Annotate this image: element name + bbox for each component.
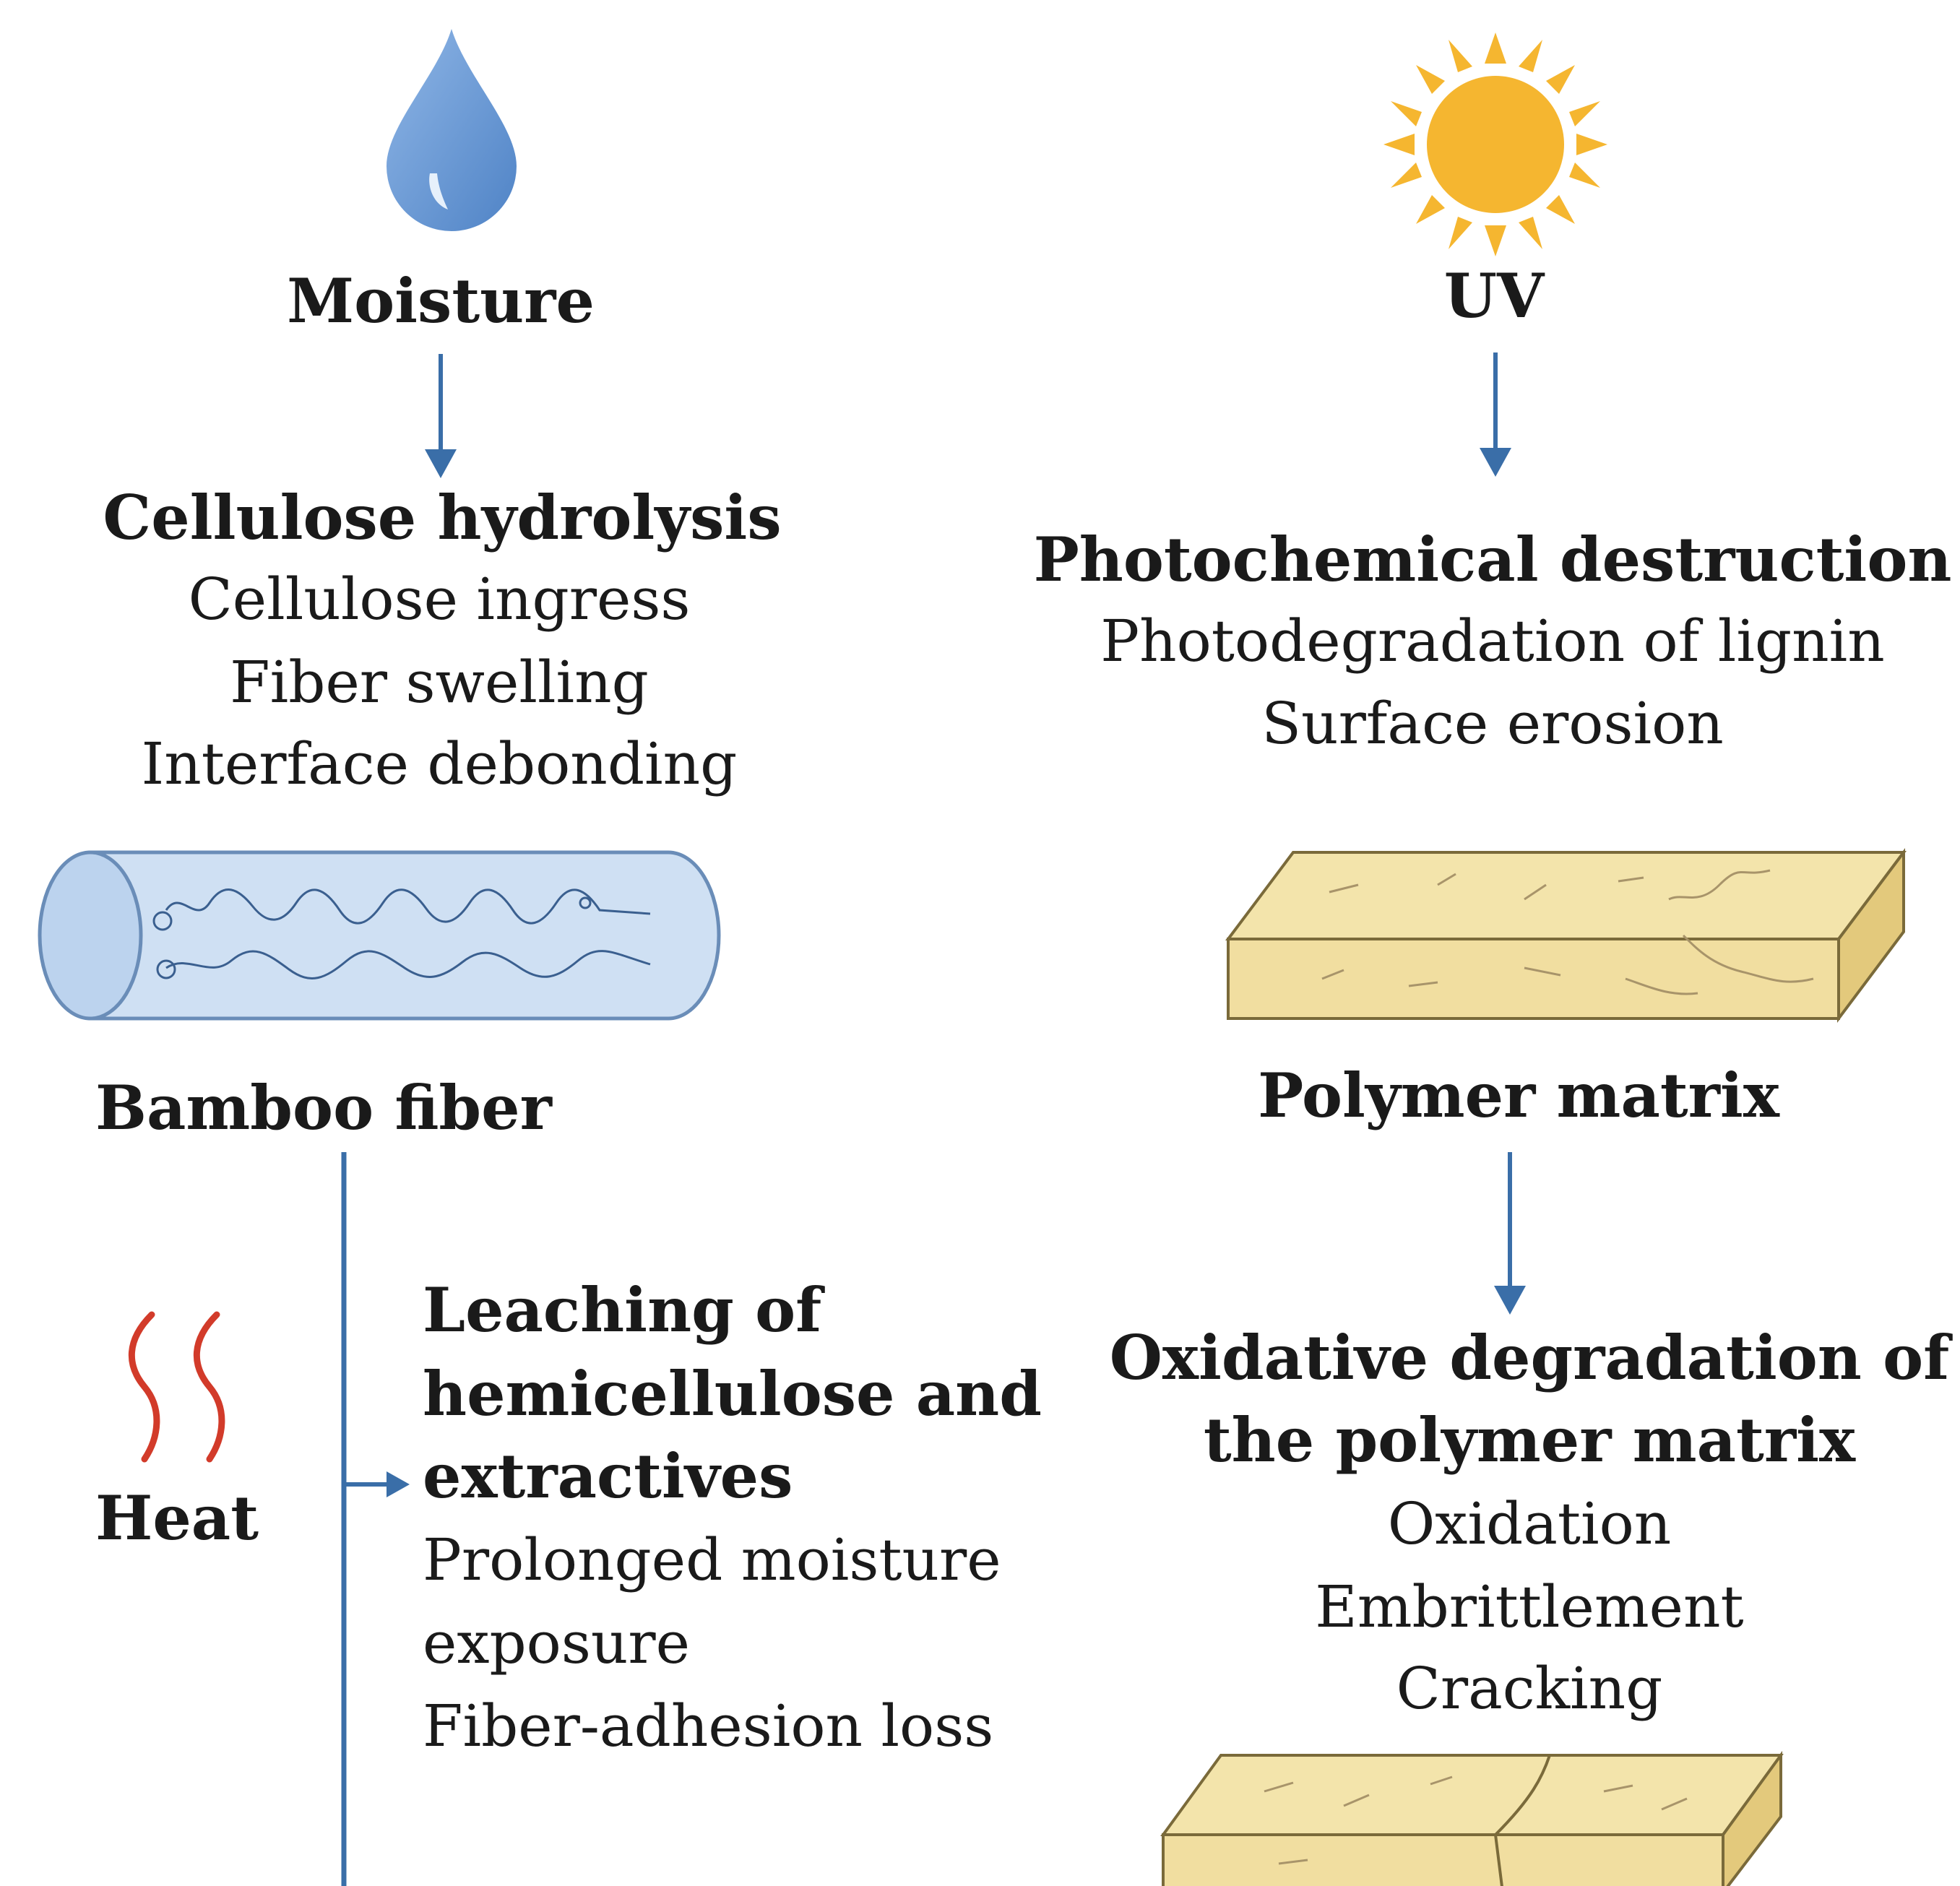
- polymer-block-icon: [1225, 848, 1907, 1023]
- moisture-effect-line: Cellulose ingress: [188, 566, 691, 633]
- bamboo-fiber-label: Bamboo fiber: [95, 1072, 552, 1143]
- oxidative-degradation-heading-line: Oxidative degradation of: [1109, 1322, 1950, 1393]
- bamboo-fiber-tube-icon: [38, 850, 721, 1021]
- moisture-effect-line: Interface debonding: [141, 730, 738, 797]
- cracked-polymer-block-icon: [1160, 1750, 1784, 1886]
- heat-pathway-line: [341, 1152, 410, 1886]
- water-drop-icon: [387, 29, 517, 231]
- moisture-effect-line: Fiber swelling: [230, 649, 649, 716]
- leaching-effect-line: exposure: [423, 1609, 690, 1677]
- uv-down-arrow: [1480, 352, 1511, 477]
- heat-label: Heat: [95, 1482, 259, 1554]
- cellulose-hydrolysis-heading: Cellulose hydrolysis: [103, 482, 782, 553]
- uv-label: UV: [1443, 260, 1545, 332]
- leaching-effect-line: Fiber-adhesion loss: [423, 1692, 994, 1760]
- leaching-heading-line: extractives: [423, 1440, 793, 1512]
- uv-effect-line: Photodegradation of lignin: [1100, 607, 1885, 675]
- leaching-heading-line: hemicellulose and: [423, 1358, 1042, 1429]
- moisture-down-arrow: [425, 354, 457, 478]
- oxidative-effect-line: Cracking: [1396, 1655, 1663, 1722]
- moisture-label: Moisture: [287, 265, 595, 337]
- heat-waves-icon: [128, 1311, 225, 1463]
- leaching-heading-line: Leaching of: [423, 1274, 822, 1346]
- leaching-effect-line: Prolonged moisture: [423, 1526, 1001, 1593]
- sun-icon: [1383, 33, 1607, 256]
- oxidative-effect-line: Embrittlement: [1315, 1573, 1744, 1640]
- photochemical-destruction-heading: Photochemical destruction: [1033, 524, 1952, 595]
- oxidative-effect-line: Oxidation: [1387, 1490, 1672, 1557]
- oxidative-degradation-heading-line: the polymer matrix: [1203, 1404, 1856, 1476]
- polymer-matrix-label: Polymer matrix: [1258, 1060, 1779, 1131]
- polymer-down-arrow: [1494, 1152, 1526, 1315]
- uv-effect-line: Surface erosion: [1261, 690, 1724, 757]
